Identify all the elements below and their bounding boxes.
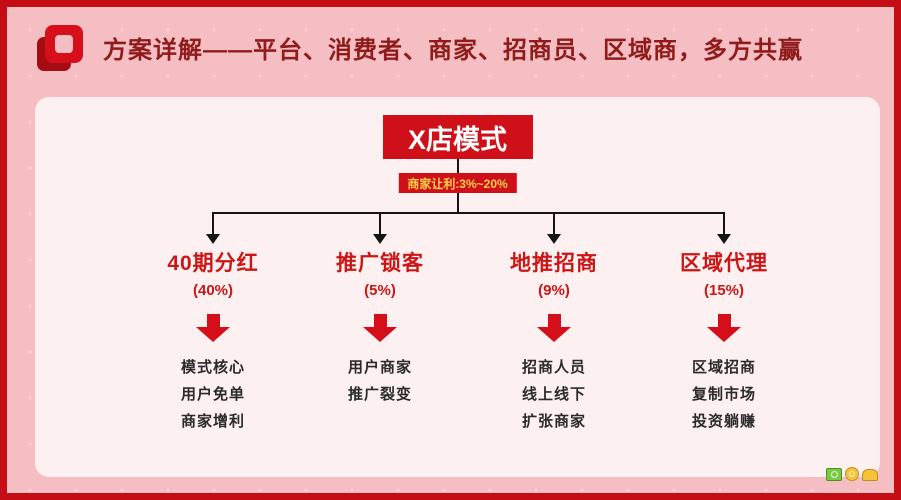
coin-icon	[845, 467, 859, 481]
branch-regional-agent: 区域代理 (15%) 区域招商 复制市场 投资躺赚	[644, 247, 804, 435]
branch-title: 推广锁客	[336, 252, 424, 275]
page-title: 方案详解——平台、消费者、商家、招商员、区域商，多方共赢	[103, 36, 803, 64]
watermark-icons	[826, 467, 878, 481]
branch-item: 线上线下	[521, 386, 586, 403]
branch-ground-recruit: 地推招商 (9%) 招商人员 线上线下 扩张商家	[474, 247, 634, 435]
down-arrow-stem	[547, 314, 561, 327]
branch-item: 模式核心	[180, 359, 245, 376]
title-square-icon-front	[45, 25, 83, 63]
branch-title: 40期分红	[167, 252, 259, 275]
branch-item: 推广裂变	[347, 386, 412, 403]
down-arrow-head	[196, 327, 230, 342]
branch-items: 招商人员 线上线下 扩张商家	[474, 354, 634, 435]
branch-dividend: 40期分红 (40%) 模式核心 用户免单 商家增利	[133, 247, 293, 435]
down-arrow-stem	[717, 314, 731, 327]
down-arrow-icon	[196, 314, 230, 342]
diagram-panel: X店模式 商家让利:3%~20% 40期分红 (40%) 模式核心 用户免单	[35, 97, 880, 477]
branch-item: 招商人员	[521, 359, 586, 376]
ingot-icon	[862, 469, 878, 481]
arrowhead-icon	[547, 234, 561, 244]
branch-item: 用户免单	[180, 386, 245, 403]
branch-item: 区域招商	[691, 359, 756, 376]
branch-item: 商家增利	[180, 413, 245, 430]
arrowhead-icon	[206, 234, 220, 244]
connector-drop-2	[379, 212, 381, 235]
down-arrow-icon	[537, 314, 571, 342]
down-arrow-head	[537, 327, 571, 342]
arrowhead-icon	[373, 234, 387, 244]
down-arrow-stem	[206, 314, 220, 327]
down-arrow-head	[363, 327, 397, 342]
branch-item: 扩张商家	[521, 413, 586, 430]
down-arrow-icon	[363, 314, 397, 342]
connector-drop-1	[212, 212, 214, 235]
branch-items: 模式核心 用户免单 商家增利	[133, 354, 293, 435]
connector-horizontal	[212, 212, 725, 214]
title-square-icon	[37, 23, 85, 71]
connector-drop-3	[553, 212, 555, 235]
down-arrow-stem	[373, 314, 387, 327]
branch-percent: (9%)	[538, 282, 570, 299]
branch-item: 用户商家	[347, 359, 412, 376]
root-node: X店模式	[382, 115, 533, 159]
branch-percent: (5%)	[364, 282, 396, 299]
slide-header: 方案详解——平台、消费者、商家、招商员、区域商，多方共赢	[37, 23, 803, 71]
arrowhead-icon	[717, 234, 731, 244]
money-stack-icon	[826, 468, 842, 481]
branch-promotion: 推广锁客 (5%) 用户商家 推广裂变	[300, 247, 460, 408]
branch-items: 区域招商 复制市场 投资躺赚	[644, 354, 804, 435]
connector-drop-4	[723, 212, 725, 235]
down-arrow-head	[707, 327, 741, 342]
branch-item: 复制市场	[691, 386, 756, 403]
branch-title: 区域代理	[680, 252, 768, 275]
branch-percent: (40%)	[192, 282, 233, 299]
branch-percent: (15%)	[703, 282, 744, 299]
down-arrow-icon	[707, 314, 741, 342]
branch-item: 投资躺赚	[691, 413, 756, 430]
branch-items: 用户商家 推广裂变	[300, 354, 460, 408]
root-note: 商家让利:3%~20%	[398, 173, 517, 193]
branch-title: 地推招商	[510, 252, 598, 275]
